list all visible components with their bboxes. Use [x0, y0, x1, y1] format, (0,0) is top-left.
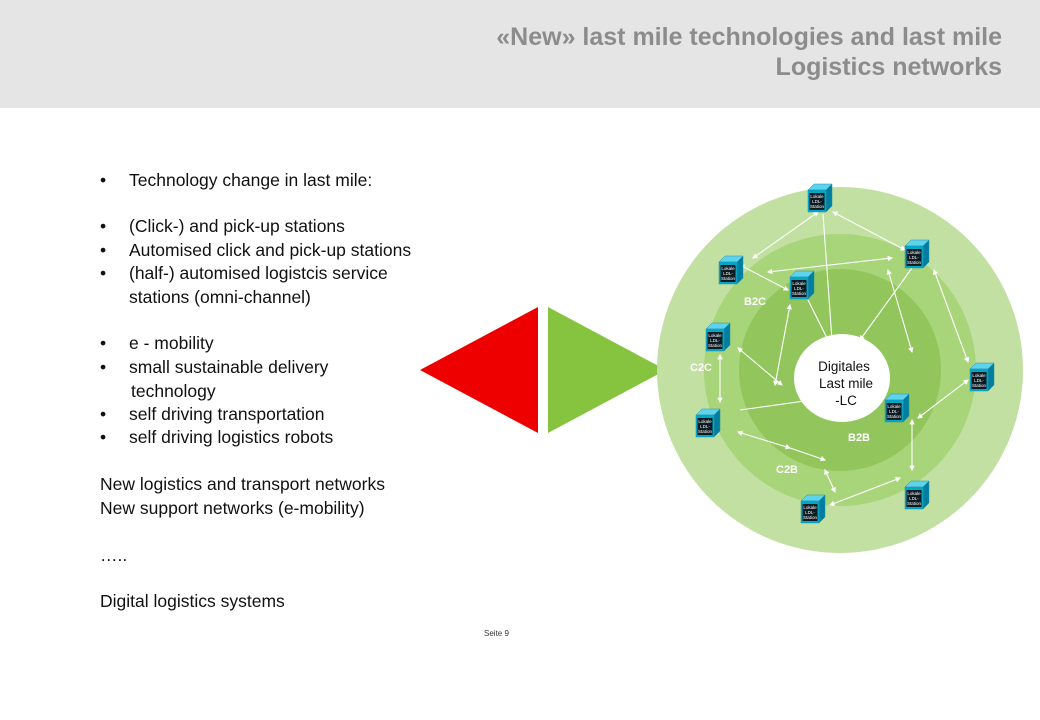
bullet-marker: • — [100, 404, 107, 424]
ring-label-c2c: C2C — [690, 362, 712, 374]
station-icon — [807, 183, 833, 213]
station-icon — [969, 362, 995, 392]
bullet-marker: • — [100, 427, 107, 447]
station-icon — [904, 239, 930, 269]
list-item-text: self driving logistics robots — [129, 427, 334, 447]
center-label-line-3: -LC — [835, 393, 857, 408]
station-icon — [800, 494, 826, 524]
page-number: Seite 9 — [484, 629, 509, 638]
list-item-text: Automised click and pick-up stations — [129, 240, 412, 260]
slide-title: «New» last mile technologies and last mi… — [496, 22, 1002, 82]
station-icon — [884, 393, 910, 423]
bullet-marker: • — [100, 357, 107, 377]
header-bar: «New» last mile technologies and last mi… — [0, 0, 1040, 108]
bullet-marker: • — [100, 170, 107, 190]
station-icon — [904, 480, 930, 510]
station-icon — [705, 322, 731, 352]
station-icon — [789, 270, 815, 300]
list-item-text: (half-) automised logistcis service — [129, 263, 388, 283]
ring-label-c2b: C2B — [776, 464, 798, 476]
center-label-line-1: Digitales — [818, 359, 870, 374]
text-line: Digital logistics systems — [100, 591, 285, 611]
title-line-1: «New» last mile technologies and last mi… — [496, 23, 1002, 51]
center-hub — [794, 334, 890, 422]
station-icon — [695, 408, 721, 438]
ring-label-b2b: B2B — [848, 432, 870, 444]
bullet-marker: • — [100, 333, 107, 353]
text-line: ….. — [100, 545, 128, 565]
green-arrow-shape — [548, 307, 666, 433]
list-item-text: Technology change in last mile: — [129, 170, 373, 190]
list-item-text: self driving transportation — [129, 404, 325, 424]
list-item-text: small sustainable delivery — [129, 357, 329, 377]
center-label-line-2: Last mile — [819, 376, 873, 391]
list-item-text: e - mobility — [129, 333, 214, 353]
list-item-text: technology — [131, 381, 216, 401]
list-item-text: (Click-) and pick-up stations — [129, 216, 345, 236]
bullet-marker: • — [100, 240, 107, 260]
text-line: New support networks (e-mobility) — [100, 498, 365, 518]
bullet-marker: • — [100, 263, 107, 283]
station-icon — [718, 255, 744, 285]
red-arrow-shape — [420, 307, 538, 433]
text-line: New logistics and transport networks — [100, 474, 385, 494]
connection-arrows — [717, 211, 970, 506]
list-item-text: stations (omni-channel) — [129, 287, 311, 307]
ring-label-b2c: B2C — [744, 296, 766, 308]
bullet-marker: • — [100, 216, 107, 236]
title-line-2: Logistics networks — [775, 53, 1002, 81]
